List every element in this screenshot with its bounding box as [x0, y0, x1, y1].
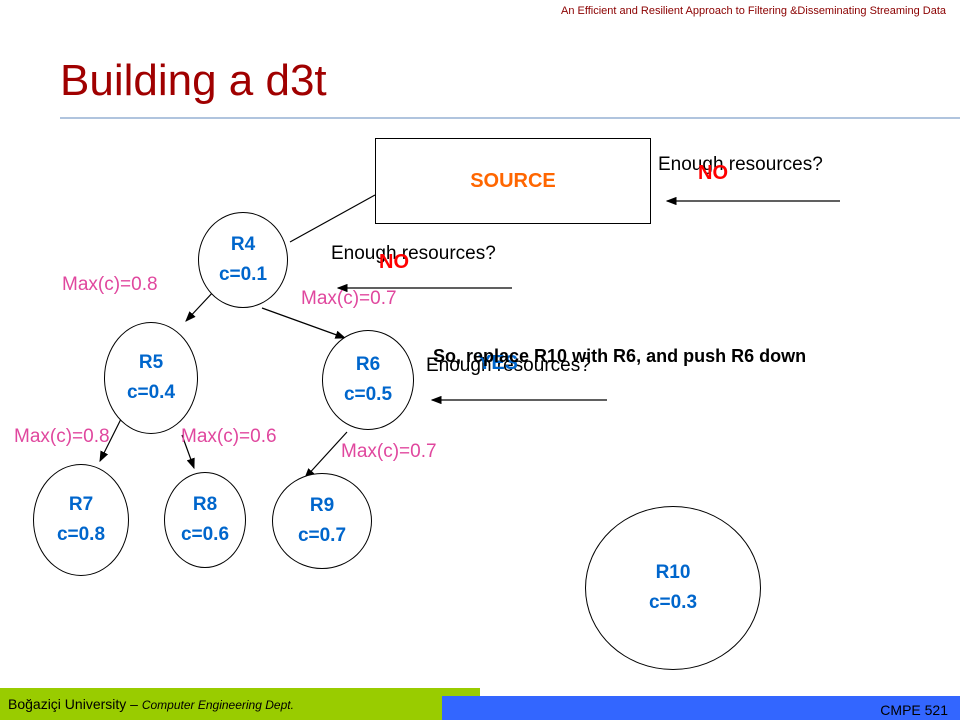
node-r7: R7 c=0.8 — [33, 464, 129, 576]
node-r10: R10 c=0.3 — [585, 506, 761, 670]
node-r5-name: R5 — [138, 352, 164, 373]
edge-label-r6-r9: Max(c)=0.7 — [341, 441, 437, 462]
node-r6-capacity: c=0.5 — [343, 384, 393, 405]
edge-r4-r5 — [185, 289, 216, 322]
node-r5: R5 c=0.4 — [104, 322, 198, 434]
footer-blue-bar — [442, 696, 960, 720]
node-r8-capacity: c=0.6 — [180, 524, 230, 545]
course-code: CMPE 521 — [880, 702, 948, 718]
node-r6: R6 c=0.5 — [322, 330, 414, 430]
footer-green-bar — [0, 688, 480, 720]
question-source: Enough resources? — [658, 154, 823, 175]
presentation-subtitle: An Efficient and Resilient Approach to F… — [561, 5, 946, 17]
node-r10-name: R10 — [655, 562, 691, 583]
node-r4-capacity: c=0.1 — [218, 264, 268, 285]
question-r4: Enough resources? — [331, 243, 496, 264]
edge-label-r4-r5: Max(c)=0.8 — [62, 274, 158, 295]
edge-r6-r9 — [304, 431, 348, 479]
edge-r5-r8 — [181, 434, 195, 470]
node-r6-name: R6 — [355, 354, 381, 375]
node-r9: R9 c=0.7 — [272, 473, 372, 569]
question-r6: Enough resources? — [426, 355, 591, 376]
node-r4: R4 c=0.1 — [198, 212, 288, 308]
replacement-note: So, replace R10 with R6, and push R6 dow… — [433, 346, 807, 366]
edge-label-r5-r7: Max(c)=0.8 — [14, 426, 110, 447]
edge-r5-r7 — [99, 416, 123, 463]
node-r10-capacity: c=0.3 — [648, 592, 698, 613]
node-r5-capacity: c=0.4 — [126, 382, 176, 403]
source-label: SOURCE — [470, 169, 556, 192]
footer-department: Computer Engineering Dept. — [141, 698, 294, 712]
node-r8: R8 c=0.6 — [164, 472, 246, 568]
slide-title: Building a d3t — [60, 56, 327, 105]
source-box: SOURCE — [375, 138, 651, 224]
footer-university: Boğaziçi University – — [8, 696, 142, 712]
node-r7-capacity: c=0.8 — [56, 524, 106, 545]
answer-source-no: NO — [698, 162, 728, 184]
node-r9-capacity: c=0.7 — [297, 525, 347, 546]
edge-source-r4 — [289, 194, 376, 243]
footer-institution: Boğaziçi University – Computer Engineeri… — [8, 696, 294, 712]
node-r4-name: R4 — [230, 234, 256, 255]
edge-label-r5-r8: Max(c)=0.6 — [181, 426, 277, 447]
title-divider — [60, 117, 960, 119]
node-r7-name: R7 — [68, 494, 94, 515]
edge-r4-r6 — [261, 307, 347, 339]
node-r9-name: R9 — [309, 495, 335, 516]
answer-r6-yes: YES — [478, 352, 519, 374]
answer-r4-no: NO — [379, 251, 409, 273]
edge-label-r4-r6: Max(c)=0.7 — [301, 288, 397, 309]
node-r8-name: R8 — [192, 494, 218, 515]
